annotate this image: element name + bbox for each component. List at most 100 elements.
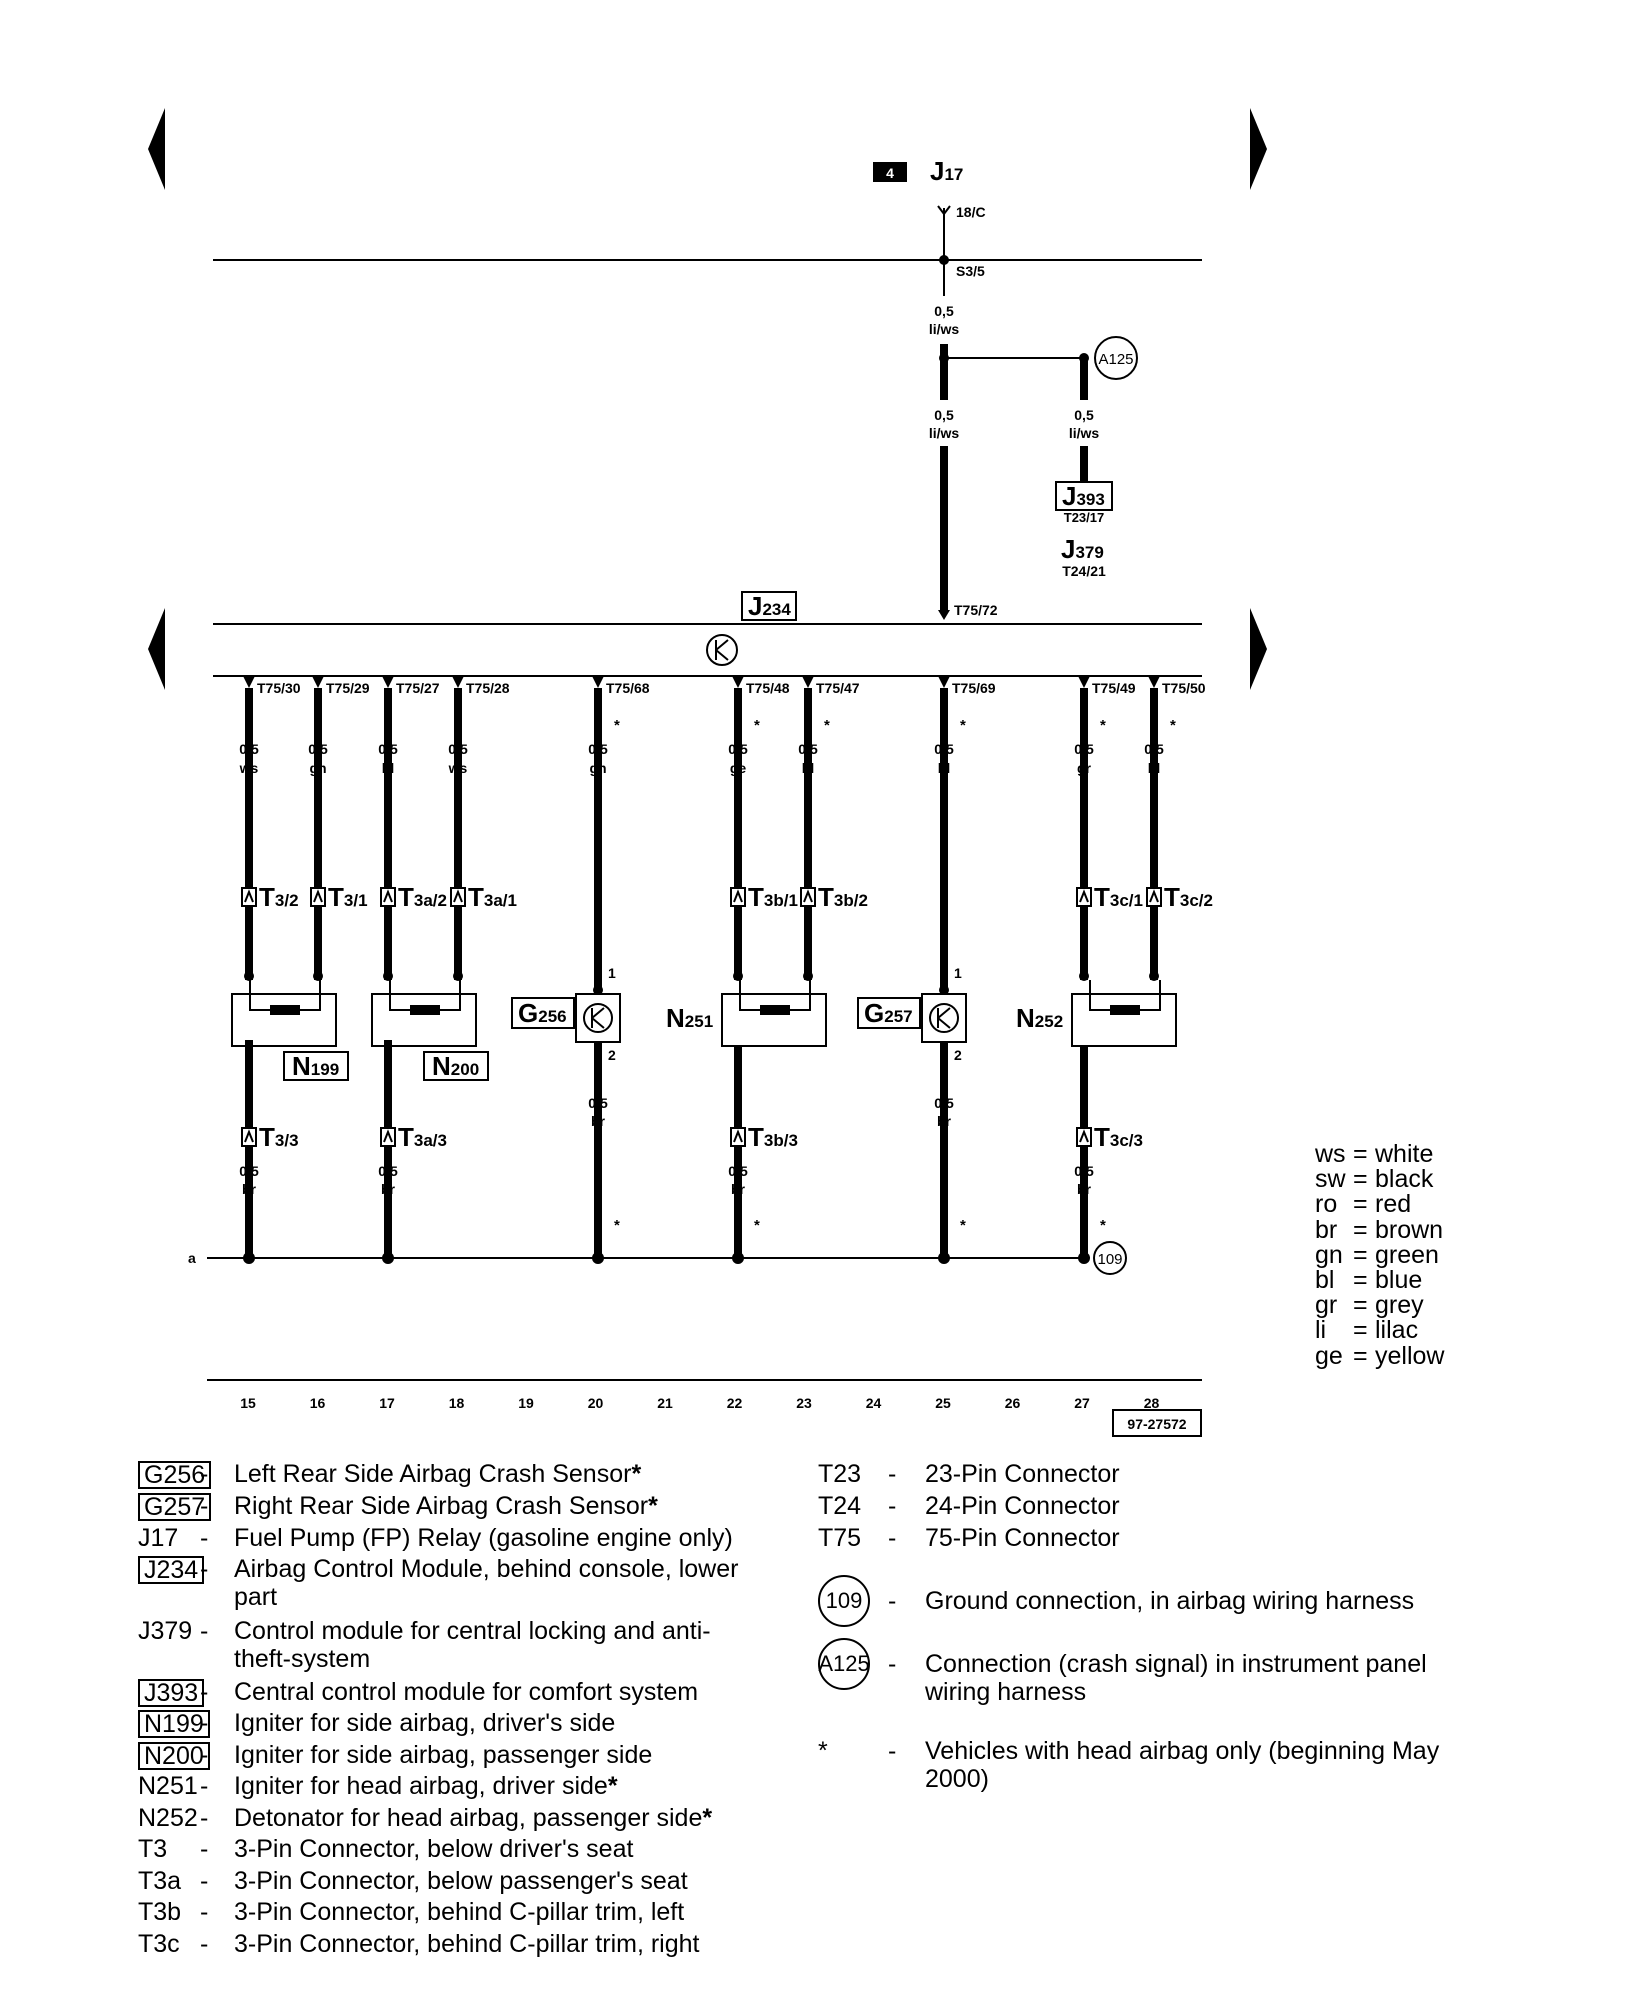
track-number: 20 <box>588 1395 604 1411</box>
head-airbag-star: * <box>754 1217 760 1234</box>
wire-color: br <box>242 1181 257 1197</box>
key-entry: T3c-3-Pin Connector, behind C-pillar tri… <box>138 1930 758 1990</box>
track-number: 17 <box>379 1395 395 1411</box>
next-page-arrow-mid[interactable] <box>1250 608 1267 690</box>
wire-color: ws <box>448 760 468 776</box>
pin-t75-label: T75/47 <box>816 680 860 696</box>
wire-color: gr <box>1077 760 1092 776</box>
key-entry: N200-Igniter for side airbag, passenger … <box>138 1741 758 1801</box>
j379-pin: T24/21 <box>1062 563 1106 579</box>
color-legend-row: li=lilac <box>1315 1318 1418 1343</box>
track-number: 16 <box>310 1395 326 1411</box>
wire-color: li/ws <box>929 321 960 337</box>
airbag-module-symbol <box>706 634 738 666</box>
track-number: 23 <box>796 1395 812 1411</box>
key-code: T23 <box>818 1460 862 1488</box>
key-entry: T23-23-Pin Connector <box>818 1460 1458 1520</box>
key-desc: 3-Pin Connector, behind C-pillar trim, l… <box>234 1898 685 1926</box>
key-desc: Ground connection, in airbag wiring harn… <box>925 1587 1415 1615</box>
head-airbag-star: * <box>614 1217 620 1234</box>
wire-gauge: 0,5 <box>378 741 398 757</box>
color-abbr: br <box>1315 1215 1338 1244</box>
j234-box <box>741 591 797 621</box>
pin-branches: T75/300,5wsT3/2T75/290,5gnT3/1T75/270,5b… <box>239 676 1213 995</box>
head-airbag-star: * <box>648 1492 658 1520</box>
prev-page-arrow-mid[interactable] <box>148 608 165 690</box>
key-entry: J379-Control module for central locking … <box>138 1617 758 1677</box>
key-dash: - <box>200 1930 209 1958</box>
color-legend-row: ge=yellow <box>1315 1341 1445 1370</box>
key-code-circle: 109 <box>818 1575 870 1627</box>
equals-sign: = <box>1353 1266 1368 1294</box>
color-abbr: ws <box>1315 1140 1346 1168</box>
head-airbag-star: * <box>1100 1217 1106 1234</box>
wire-gauge: 0,5 <box>1074 741 1094 757</box>
wire-gauge: 0,5 <box>934 407 954 423</box>
wire-color: bl <box>1148 760 1160 776</box>
color-abbr: bl <box>1315 1266 1335 1294</box>
key-entry: J234-Airbag Control Module, behind conso… <box>138 1555 758 1615</box>
head-airbag-star: * <box>1100 717 1106 734</box>
wire-gauge: 0,5 <box>448 741 468 757</box>
wire-gauge: 0,5 <box>728 1163 748 1179</box>
color-name: yellow <box>1375 1341 1445 1370</box>
relay-j17-label: J17 <box>930 156 963 186</box>
wire-gauge: 0,5 <box>239 1163 259 1179</box>
connector-label: T3b/1 <box>748 882 798 912</box>
wire-gauge: 0,5 <box>934 1095 954 1111</box>
key-code: G256 <box>138 1461 212 1489</box>
color-name: green <box>1375 1240 1439 1269</box>
j393-label: J393 <box>1062 481 1105 511</box>
n200-label: N200 <box>432 1051 479 1081</box>
pin-t75-label: T75/30 <box>257 680 301 696</box>
components: N199 N200 N251 N252 G256 G257 1 2 1 2 <box>231 965 1177 1081</box>
key-code: J379 <box>138 1617 193 1645</box>
connector-label: T3a/3 <box>398 1122 447 1152</box>
j393-pin: T23/17 <box>1064 510 1104 525</box>
key-dash: - <box>888 1650 897 1678</box>
pin-t75-label: T75/49 <box>1092 680 1136 696</box>
connector-label: T3b/2 <box>818 882 868 912</box>
pin-t75-label: T75/29 <box>326 680 370 696</box>
key-entry: N251-Igniter for head airbag, driver sid… <box>138 1772 758 1832</box>
next-page-arrow-top[interactable] <box>1250 108 1267 190</box>
key-desc: Fuel Pump (FP) Relay (gasoline engine on… <box>234 1524 733 1552</box>
wire-gauge: 0,5 <box>1144 741 1164 757</box>
key-desc: Control module for central locking and a… <box>234 1617 711 1673</box>
equals-sign: = <box>1353 1165 1368 1194</box>
ground-109-circle <box>1093 1241 1127 1275</box>
connector-a125-label: A125 <box>1098 351 1133 368</box>
color-name: brown <box>1375 1215 1444 1244</box>
equals-sign: = <box>1353 1190 1368 1219</box>
wire-color: br <box>937 1113 952 1129</box>
color-abbr: ro <box>1315 1190 1338 1219</box>
connector-label: T3/1 <box>328 882 368 912</box>
key-desc: Igniter for head airbag, driver side* <box>234 1772 618 1800</box>
track-number: 27 <box>1074 1395 1090 1411</box>
wire-color: li/ws <box>1069 425 1100 441</box>
head-airbag-star: * <box>614 717 620 734</box>
equals-sign: = <box>1353 1240 1368 1269</box>
g256-label-box <box>511 997 575 1029</box>
color-abbr: ge <box>1315 1341 1343 1370</box>
wire-gauge: 0,5 <box>308 741 328 757</box>
color-abbr: gn <box>1315 1240 1343 1269</box>
wire-color: ge <box>730 760 747 776</box>
key-entry: J17-Fuel Pump (FP) Relay (gasoline engin… <box>138 1524 758 1584</box>
figure-id: 97-27572 <box>1127 1416 1186 1432</box>
track-number: 22 <box>727 1395 743 1411</box>
ground-branches: T3/30,5brT3a/30,5br0,5br*T3b/30,5br*0,5b… <box>239 1040 1143 1264</box>
wire-gauge: 0,5 <box>934 303 954 319</box>
key-dash: - <box>200 1524 209 1552</box>
g256-label: G256 <box>518 998 567 1028</box>
j393-box <box>1055 481 1113 511</box>
connector-label: T3a/1 <box>468 882 517 912</box>
color-name: black <box>1375 1165 1434 1194</box>
prev-page-arrow-top[interactable] <box>148 108 165 190</box>
equals-sign: = <box>1353 1316 1368 1345</box>
key-dash: - <box>888 1737 897 1765</box>
key-entry: A125-Connection (crash signal) in instru… <box>818 1638 1458 1710</box>
wire-color: br <box>731 1181 746 1197</box>
key-desc: 3-Pin Connector, below passenger's seat <box>234 1867 688 1895</box>
